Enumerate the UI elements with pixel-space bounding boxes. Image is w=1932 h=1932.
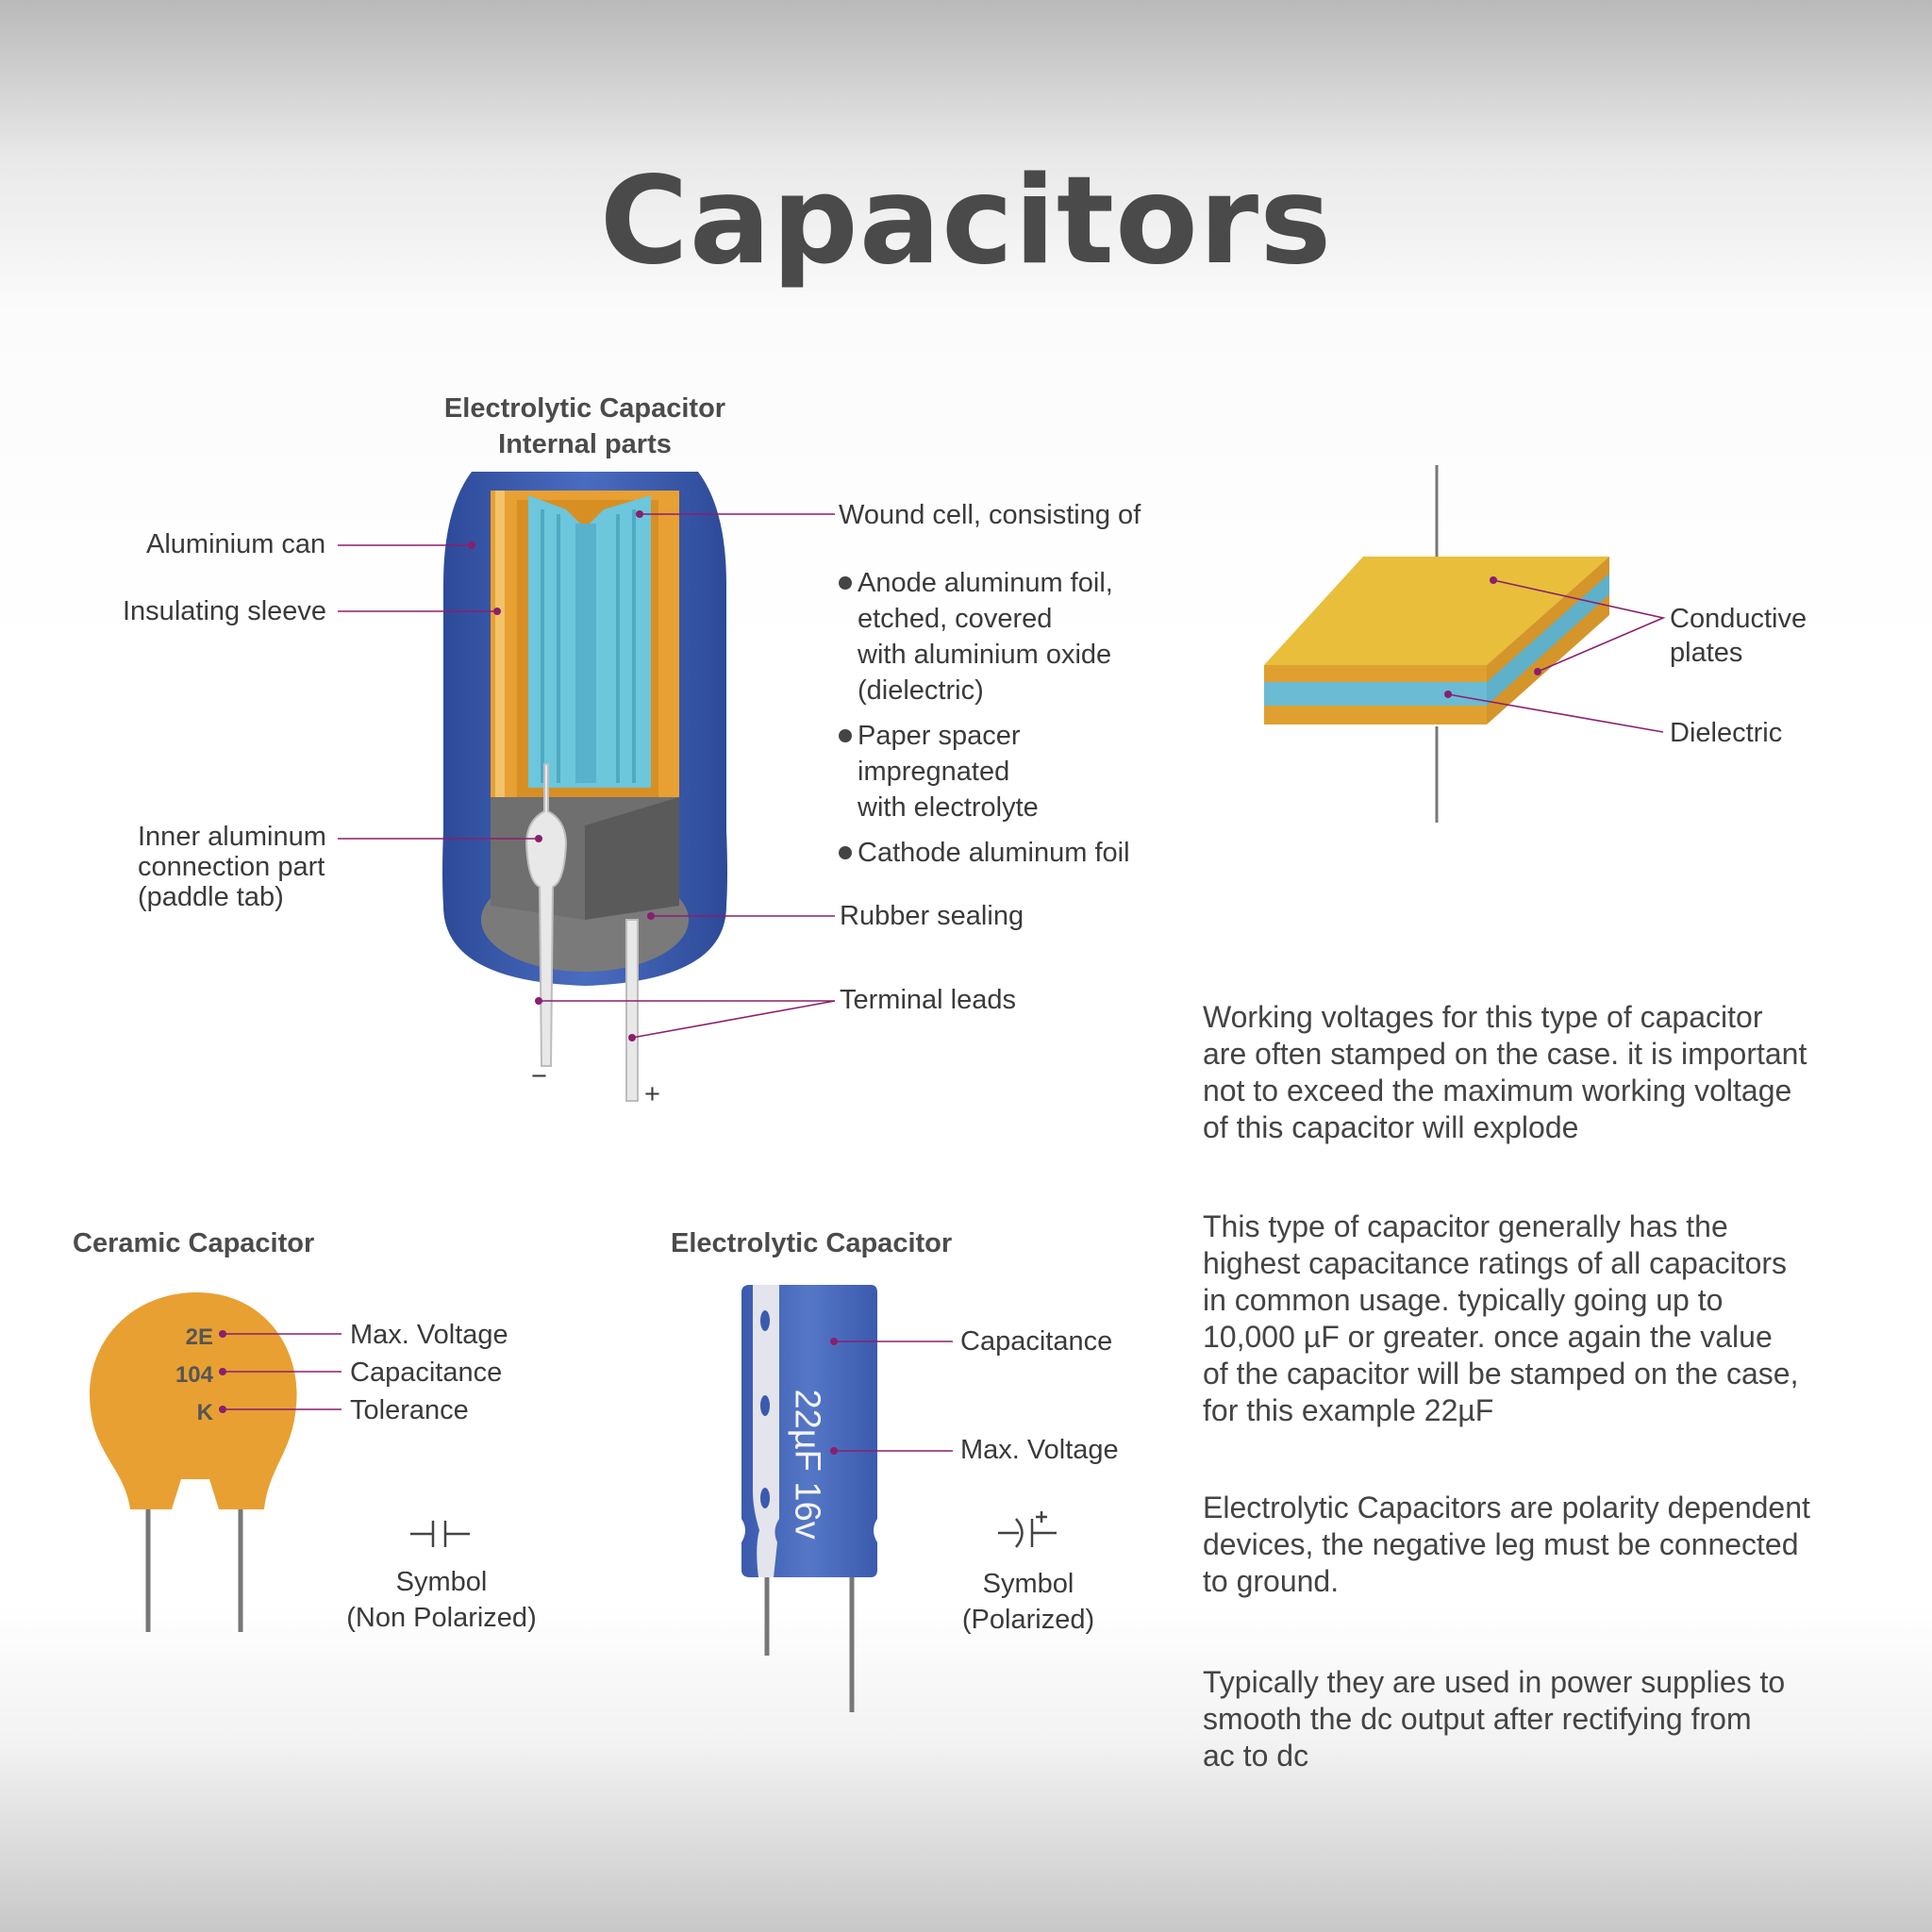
paper-spacer-line1: Paper spacer (858, 721, 1021, 751)
paragraph-line: of this capacitor will explode (1203, 1110, 1579, 1144)
label-conductive-plates: Conductive plates (1670, 602, 1807, 670)
label-dielectric: Dielectric (1670, 718, 1783, 748)
paragraph-line: This type of capacitor generally has the (1203, 1209, 1728, 1243)
polarized-caption: Symbol (Polarized) (943, 1566, 1113, 1638)
paragraph-working-voltage: Working voltages for this type of capaci… (1203, 999, 1807, 1146)
inner-aluminum-line2: connection part (138, 852, 325, 882)
paper-spacer-line3: with electrolyte (858, 792, 1039, 823)
ceramic-capacitor-shape (89, 1291, 297, 1632)
cathode-label: Cathode aluminum foil (858, 838, 1130, 868)
non-polarized-caption-line2: (Non Polarized) (346, 1603, 537, 1633)
paragraph-line: smooth the dc output after rectifying fr… (1203, 1702, 1752, 1736)
non-polarized-caption: Symbol (Non Polarized) (328, 1564, 555, 1636)
list-item-cathode: Cathode aluminum foil (839, 835, 1130, 871)
ceramic-labels: Max. Voltage Capacitance Tolerance (350, 1316, 508, 1429)
wound-cell-shape (517, 495, 658, 802)
paragraph-line: Electrolytic Capacitors are polarity dep… (1203, 1491, 1810, 1524)
polarized-caption-line2: (Polarized) (961, 1605, 1095, 1635)
bullet-icon (839, 729, 852, 742)
list-item-anode: Anode aluminum foil, etched, covered wit… (839, 565, 1130, 708)
electrolytic-heading: Electrolytic Capacitor (671, 1228, 953, 1258)
parallel-plate-capacitor (1264, 465, 1666, 823)
paragraph-line: are often stamped on the case. it is imp… (1203, 1037, 1807, 1071)
paragraph-line: not to exceed the maximum working voltag… (1203, 1074, 1792, 1108)
paragraph-line: devices, the negative leg must be connec… (1203, 1527, 1799, 1561)
capacitor-stamp: 22µF 16v (787, 1389, 827, 1540)
paragraph-capacitance-ratings: This type of capacitor generally has the… (1203, 1208, 1798, 1429)
label-inner-aluminum: Inner aluminum connection part (paddle t… (138, 822, 326, 912)
paragraph-line: of the capacitor will be stamped on the … (1203, 1357, 1799, 1391)
electrolytic-can-shape (741, 1285, 877, 1712)
ceramic-mark-voltage: 2E (185, 1324, 213, 1350)
non-polarized-caption-line1: Symbol (395, 1567, 488, 1597)
label-aluminium-can: Aluminium can (146, 529, 326, 559)
internal-heading-line1: Electrolytic Capacitor (443, 393, 726, 424)
ceramic-heading: Ceramic Capacitor (73, 1228, 315, 1258)
internal-heading: Electrolytic Capacitor Internal parts (396, 391, 774, 462)
ceramic-label-tolerance: Tolerance (350, 1395, 469, 1425)
electrolytic-cutaway (442, 472, 727, 1102)
label-wound-cell: Wound cell, consisting of (839, 500, 1141, 530)
list-item-paper-spacer: Paper spacer impregnated with electrolyt… (839, 718, 1130, 825)
ceramic-marks: 2E 104 K (142, 1319, 213, 1432)
paragraph-line: Typically they are used in power supplie… (1203, 1665, 1786, 1699)
paragraph-power-supplies: Typically they are used in power supplie… (1203, 1664, 1785, 1774)
minus-sign: − (531, 1061, 547, 1091)
paragraph-line: Working voltages for this type of capaci… (1203, 1000, 1763, 1034)
ceramic-label-capacitance: Capacitance (350, 1357, 503, 1388)
wound-cell-list: Anode aluminum foil, etched, covered wit… (839, 565, 1130, 871)
electrolytic-label-voltage: Max. Voltage (960, 1435, 1119, 1465)
polarized-caption-line1: Symbol (982, 1569, 1074, 1599)
anode-line4: (dielectric) (858, 675, 984, 706)
paragraph-line: to ground. (1203, 1564, 1340, 1598)
paragraph-line: 10,000 µF or greater. once again the val… (1203, 1320, 1773, 1354)
paragraph-line: for this example 22µF (1203, 1393, 1494, 1427)
conductive-line2: plates (1670, 638, 1743, 668)
label-rubber-sealing: Rubber sealing (840, 901, 1024, 931)
electrolytic-label-capacitance: Capacitance (960, 1326, 1113, 1357)
label-insulating-sleeve: Insulating sleeve (123, 596, 327, 626)
conductive-line1: Conductive (1670, 604, 1807, 634)
ceramic-mark-tolerance: K (196, 1400, 213, 1425)
inner-aluminum-line1: Inner aluminum (138, 822, 326, 852)
paragraph-line: highest capacitance ratings of all capac… (1203, 1246, 1788, 1280)
polarized-symbol (998, 1511, 1057, 1548)
anode-line1: Anode aluminum foil, (858, 568, 1113, 598)
bullet-icon (839, 846, 852, 859)
bullet-icon (839, 576, 852, 590)
internal-heading-line2: Internal parts (498, 429, 672, 459)
paragraph-polarity: Electrolytic Capacitors are polarity dep… (1203, 1490, 1810, 1600)
ceramic-mark-capacitance: 104 (175, 1362, 213, 1388)
inner-aluminum-line3: (paddle tab) (138, 882, 284, 912)
paper-spacer-line2: impregnated (858, 757, 1010, 787)
plus-sign: + (644, 1079, 660, 1109)
ceramic-label-voltage: Max. Voltage (350, 1320, 508, 1350)
page-title: Capacitors (599, 151, 1333, 291)
anode-line2: etched, covered (858, 604, 1053, 634)
paragraph-line: ac to dc (1203, 1739, 1309, 1773)
anode-line3: with aluminium oxide (858, 640, 1112, 670)
non-polarized-symbol (410, 1521, 470, 1547)
paragraph-line: in common usage. typically going up to (1203, 1283, 1724, 1317)
label-terminal-leads: Terminal leads (840, 985, 1016, 1015)
